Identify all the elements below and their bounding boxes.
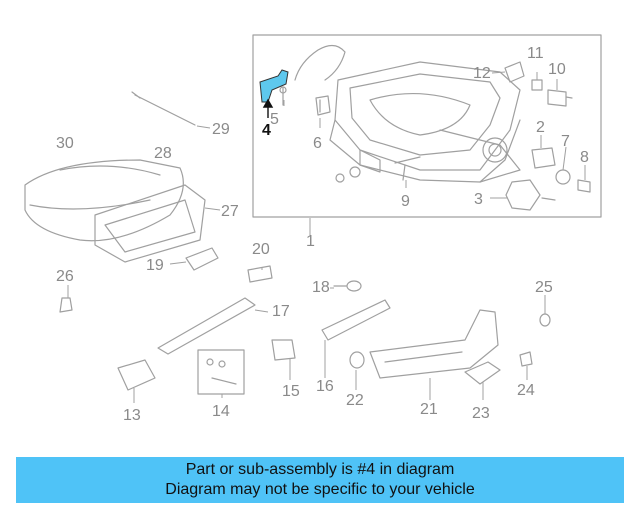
part-8-pin xyxy=(577,179,591,193)
label-12: 12 xyxy=(473,65,491,82)
clip-circle-a xyxy=(335,173,345,183)
part-15-bracket xyxy=(271,339,296,361)
label-16: 16 xyxy=(316,378,334,395)
label-20: 20 xyxy=(252,241,270,258)
part-12-bracket xyxy=(504,61,525,83)
banner-line-2: Diagram may not be specific to your vehi… xyxy=(165,481,475,498)
label-1: 1 xyxy=(306,233,315,250)
part-20-clip xyxy=(247,265,273,283)
kit-washer-b xyxy=(218,360,226,368)
label-24: 24 xyxy=(517,382,535,399)
label-11: 11 xyxy=(527,45,544,62)
label-18: 18 xyxy=(312,279,330,296)
part-19-bracket xyxy=(185,247,219,271)
label-25: 25 xyxy=(535,279,553,296)
label-3: 3 xyxy=(474,191,483,208)
leader-lines xyxy=(67,71,586,403)
clip-circle-b xyxy=(349,166,361,178)
part-26-bracket xyxy=(59,297,73,313)
info-banner: Part or sub-assembly is #4 in diagram Di… xyxy=(16,457,624,503)
label-5: 5 xyxy=(270,111,279,128)
part-3-motor xyxy=(505,179,556,211)
label-13: 13 xyxy=(123,407,141,424)
part-5-clip xyxy=(279,86,287,106)
cable-part xyxy=(294,44,346,81)
label-15: 15 xyxy=(282,383,300,400)
seat-frame-part xyxy=(329,61,521,183)
label-26: 26 xyxy=(56,268,74,285)
label-17: 17 xyxy=(272,303,290,320)
part-21-track xyxy=(369,309,499,379)
label-23: 23 xyxy=(472,405,490,422)
part-2-bracket xyxy=(531,147,556,169)
label-27: 27 xyxy=(221,203,239,220)
label-7: 7 xyxy=(561,133,570,150)
part-16-rail xyxy=(321,299,391,341)
part-24-cap xyxy=(519,351,533,367)
label-9: 9 xyxy=(401,193,410,210)
part-29-rod xyxy=(131,91,196,126)
part-18-cap xyxy=(333,280,362,292)
label-14: 14 xyxy=(212,403,230,420)
label-28: 28 xyxy=(154,145,172,162)
cushion-pad-part xyxy=(94,184,206,263)
part-10-screw xyxy=(547,89,573,107)
part-4-arrow xyxy=(262,98,274,118)
label-21: 21 xyxy=(420,401,438,418)
part-7-knob xyxy=(555,169,571,185)
kit-washer-a xyxy=(206,358,214,366)
label-22: 22 xyxy=(346,392,364,409)
part-25-cap xyxy=(539,313,551,327)
label-2: 2 xyxy=(536,119,545,136)
label-10: 10 xyxy=(548,61,566,78)
label-30: 30 xyxy=(56,135,74,152)
part-17-rail-cover xyxy=(157,297,256,355)
frame-outline-box xyxy=(252,34,602,218)
seat-cushion-part xyxy=(24,159,184,242)
part-22-cap xyxy=(349,351,365,369)
part-11-bolt xyxy=(531,79,543,91)
part-14-kit-box xyxy=(197,349,245,395)
label-29: 29 xyxy=(212,121,230,138)
highlighted-part-4 xyxy=(259,69,289,103)
label-4: 4 xyxy=(262,122,271,139)
label-8: 8 xyxy=(580,149,589,166)
label-19: 19 xyxy=(146,257,164,274)
part-6-clip xyxy=(315,95,331,116)
part-23-lever xyxy=(464,361,501,385)
label-6: 6 xyxy=(313,135,322,152)
part-9-rod xyxy=(394,156,421,181)
banner-line-1: Part or sub-assembly is #4 in diagram xyxy=(185,461,455,478)
parts-diagram: 1 2 3 4 5 6 7 8 9 10 11 12 13 14 15 16 1… xyxy=(24,34,602,424)
kit-bolt xyxy=(211,377,237,385)
part-13-bracket xyxy=(117,359,156,391)
